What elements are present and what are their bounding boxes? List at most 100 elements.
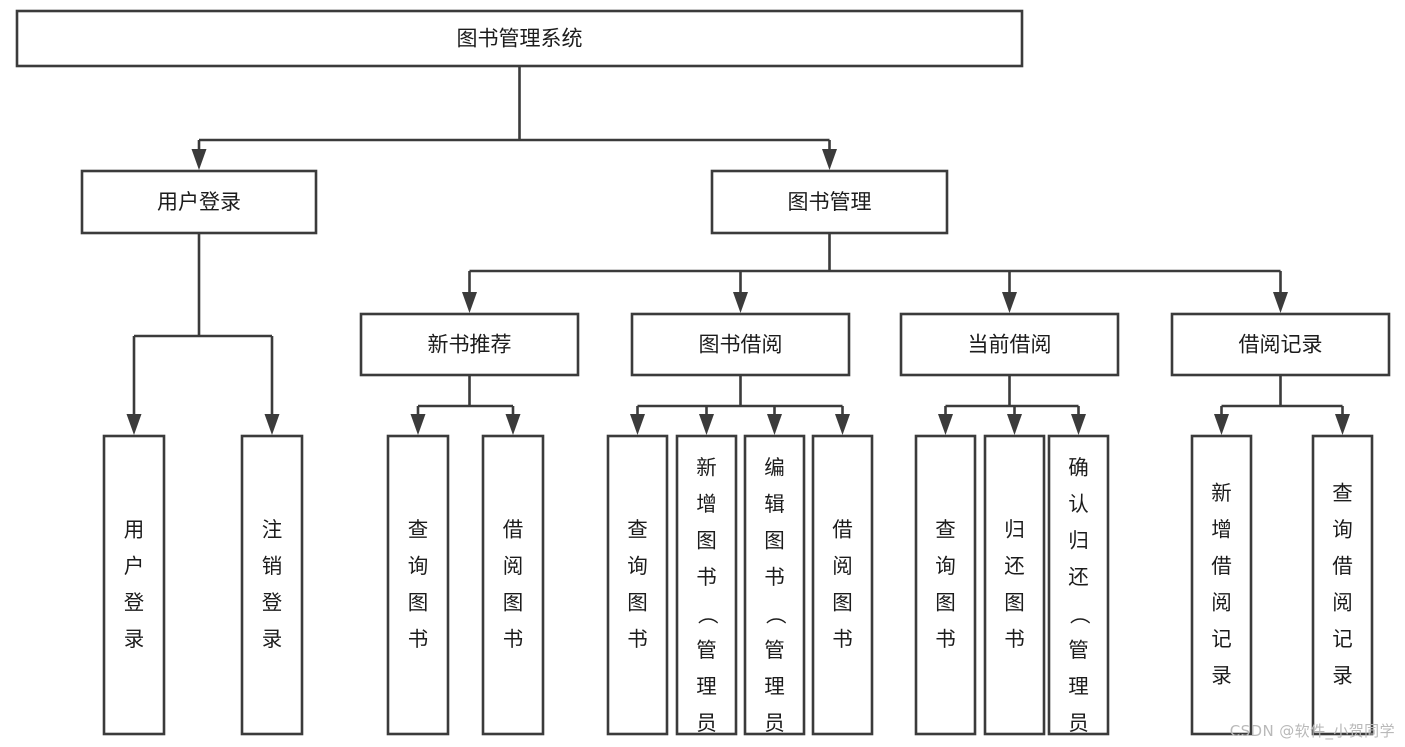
- node-label-char: 录: [124, 627, 145, 651]
- connector-group-book-borrow: [630, 375, 850, 435]
- node-label-char: 归: [1004, 517, 1025, 541]
- node-label-char: 书: [764, 565, 785, 589]
- node-label-char: 询: [408, 554, 429, 578]
- node-label: 图书管理系统: [457, 27, 583, 51]
- node-label-char: （: [696, 604, 720, 625]
- node-label-char: （: [764, 604, 788, 625]
- node-label-char: 用: [124, 517, 145, 541]
- node-box: [1170, 312, 1391, 377]
- node-label-char: 录: [262, 627, 283, 651]
- node-leaf-user-login[interactable]: 用户登录: [102, 434, 166, 736]
- node-label-char: 查: [1332, 481, 1353, 505]
- node-label-char: 记: [1332, 627, 1353, 651]
- node-label-char: 管: [696, 638, 717, 662]
- node-box: [1190, 434, 1253, 736]
- node-label-char: 阅: [1211, 590, 1232, 614]
- node-label-char: 录: [1332, 663, 1353, 687]
- node-label-char: 书: [696, 565, 717, 589]
- node-label-char: 阅: [1332, 590, 1353, 614]
- node-box: [1311, 434, 1374, 736]
- connector-group-user-login: [126, 233, 280, 435]
- node-label-char: 登: [124, 590, 145, 614]
- node-label-char: 员: [1068, 711, 1089, 735]
- node-label-char: 新: [1211, 481, 1232, 505]
- node-label-char: 书: [408, 627, 429, 651]
- node-label-char: 借: [832, 517, 853, 541]
- node-box: [606, 434, 669, 736]
- node-box: [675, 434, 738, 736]
- node-new-book-recommend[interactable]: 新书推荐: [359, 312, 580, 377]
- node-label-char: 询: [935, 554, 956, 578]
- node-label-char: 管: [764, 638, 785, 662]
- node-label-char: 询: [627, 554, 648, 578]
- node-box: [1047, 434, 1110, 736]
- node-box: [80, 169, 318, 235]
- node-label-char: 图: [408, 590, 429, 614]
- node-box: [914, 434, 977, 736]
- node-book-borrow[interactable]: 图书借阅: [630, 312, 851, 377]
- node-root[interactable]: 图书管理系统: [15, 9, 1024, 68]
- node-label-char: 编: [764, 455, 785, 479]
- node-label-char: 认: [1068, 492, 1089, 516]
- connector-group-current-borrow: [938, 375, 1086, 435]
- node-label-char: 询: [1332, 517, 1353, 541]
- node-label-char: 书: [832, 627, 853, 651]
- node-box: [386, 434, 450, 736]
- node-label-char: 图: [503, 590, 524, 614]
- node-label-char: 新: [696, 455, 717, 479]
- node-label-char: 图: [832, 590, 853, 614]
- node-current-borrow[interactable]: 当前借阅: [899, 312, 1120, 377]
- node-label-char: 增: [1211, 517, 1232, 541]
- node-label-char: 借: [1211, 554, 1232, 578]
- node-label: 借阅记录: [1239, 333, 1323, 357]
- node-box: [102, 434, 166, 736]
- node-book-manage[interactable]: 图书管理: [710, 169, 949, 235]
- node-label-char: 登: [262, 590, 283, 614]
- node-label-char: 图: [935, 590, 956, 614]
- node-label-char: 还: [1004, 554, 1025, 578]
- node-user-login[interactable]: 用户登录: [80, 169, 318, 235]
- node-label: 当前借阅: [968, 333, 1052, 357]
- node-label-char: 管: [1068, 638, 1089, 662]
- node-label-char: 借: [1332, 554, 1353, 578]
- node-label-char: 增: [696, 492, 717, 516]
- node-box: [710, 169, 949, 235]
- node-borrow-record[interactable]: 借阅记录: [1170, 312, 1391, 377]
- node-label-char: 图: [764, 528, 785, 552]
- node-label-char: 图: [696, 528, 717, 552]
- node-box: [743, 434, 806, 736]
- node-box: [811, 434, 874, 736]
- node-label-char: 理: [696, 674, 717, 698]
- node-label: 用户登录: [157, 190, 241, 214]
- connector-group-root: [191, 66, 837, 170]
- node-box: [359, 312, 580, 377]
- connector-group-new-book-recommend: [410, 375, 521, 435]
- node-label-char: 图: [1004, 590, 1025, 614]
- node-label-char: 书: [935, 627, 956, 651]
- node-label-char: 阅: [832, 554, 853, 578]
- node-label-char: 借: [503, 517, 524, 541]
- node-label-char: 确: [1068, 455, 1089, 479]
- node-label-char: 销: [262, 554, 283, 578]
- node-box: [15, 9, 1024, 68]
- node-label-char: 注: [262, 517, 283, 541]
- connector-group-book-manage: [462, 233, 1288, 313]
- node-label-char: 查: [408, 517, 429, 541]
- node-label-char: 辑: [764, 492, 785, 516]
- node-box: [481, 434, 545, 736]
- node-label: 新书推荐: [428, 333, 512, 357]
- node-label-char: 查: [935, 517, 956, 541]
